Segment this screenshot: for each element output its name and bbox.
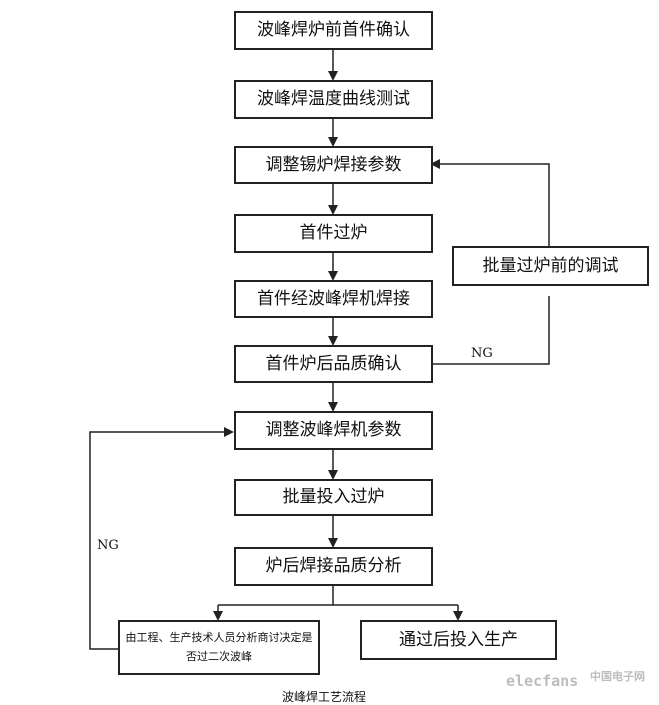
ng-label-right: NG	[471, 346, 493, 361]
ng-left-loop	[89, 427, 234, 650]
ng-right-loop	[432, 296, 550, 365]
step-temp-profile-test: 波峰焊温度曲线测试	[234, 80, 433, 119]
step-label: 炉后焊接品质分析	[265, 556, 402, 577]
step-engineering-decision: 由工程、生产技术人员分析商讨决定是否过二次波峰	[118, 620, 320, 675]
step-label: 首件经波峰焊机焊接	[257, 288, 410, 309]
step-batch-pass: 批量投入过炉	[234, 479, 433, 516]
step-quality-analysis: 炉后焊接品质分析	[234, 547, 433, 586]
watermark-site-text: 中国电子网	[590, 670, 645, 683]
watermark-text: elecfans	[506, 672, 579, 690]
step-label: 首件过炉	[299, 223, 368, 244]
ng-label-left: NG	[97, 538, 119, 553]
step-label: 由工程、生产技术人员分析商讨决定是否过二次波峰	[125, 630, 313, 663]
step-label: 调整锡炉焊接参数	[265, 154, 402, 175]
step-label: 通过后投入生产	[399, 629, 518, 650]
step-first-piece-solder: 首件经波峰焊机焊接	[234, 280, 433, 318]
step-first-piece-pass: 首件过炉	[234, 214, 433, 253]
step-label: 批量过炉前的调试	[482, 255, 619, 276]
step-label: 波峰焊炉前首件确认	[257, 20, 410, 41]
step-label: 批量投入过炉	[282, 487, 385, 508]
watermark-site: 中国电子网	[590, 668, 645, 684]
ng-right-loop-up	[430, 159, 550, 246]
step-label: 调整波峰焊机参数	[265, 420, 402, 441]
step-post-furnace-quality: 首件炉后品质确认	[234, 345, 433, 383]
step-into-production: 通过后投入生产	[360, 620, 557, 660]
figure-caption: 波峰焊工艺流程	[282, 690, 367, 704]
step-label: 首件炉后品质确认	[265, 353, 402, 374]
side-pre-batch-debug: 批量过炉前的调试	[452, 246, 649, 286]
step-first-piece-confirm: 波峰焊炉前首件确认	[234, 11, 433, 50]
step-label: 波峰焊温度曲线测试	[257, 89, 410, 110]
watermark-logo: elecfans	[506, 672, 578, 690]
step-adjust-tin-furnace: 调整锡炉焊接参数	[234, 146, 433, 184]
step-adjust-wave-params: 调整波峰焊机参数	[234, 411, 433, 450]
